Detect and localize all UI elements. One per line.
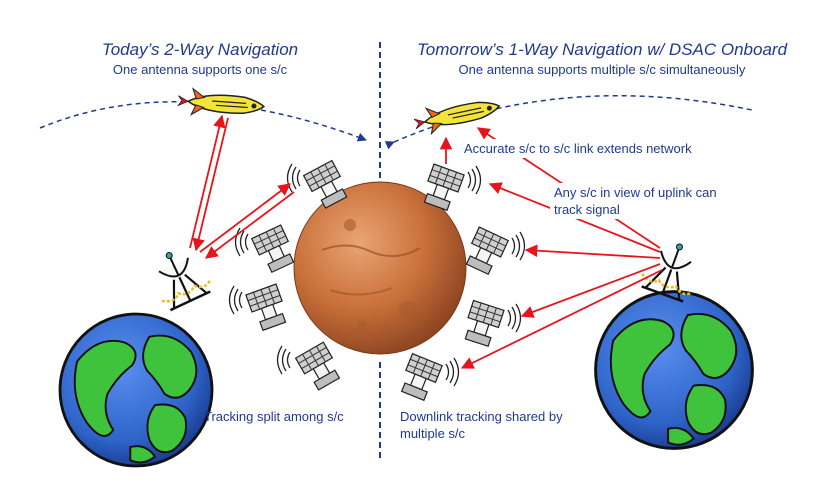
left-caption: Tracking split among s/c [204, 409, 344, 424]
rocket-icon-left [176, 86, 266, 121]
waves-icon [445, 357, 460, 387]
waves-icon [507, 303, 522, 333]
two-way-link-rocket [189, 114, 229, 252]
waves-icon [467, 165, 482, 195]
satellite-icon [460, 299, 505, 349]
waves-icon [511, 231, 526, 261]
left-subtitle: One antenna supports one s/c [112, 62, 288, 77]
callout-link: Accurate s/c to s/c link extends network [460, 139, 778, 158]
earth-icon-left [58, 312, 214, 468]
two-way-link-satellite [199, 183, 295, 259]
antenna-icon-left [143, 240, 216, 314]
right-subtitle: One antenna supports multiple s/c simult… [458, 62, 746, 77]
satellite-icon [462, 226, 509, 277]
callout-view: Any s/c in view of uplink can track sign… [550, 183, 728, 219]
satellite-icon [245, 283, 290, 333]
mars-icon [290, 181, 467, 358]
right-caption: Downlink tracking shared by multiple s/c [400, 409, 563, 441]
waves-icon [276, 345, 291, 375]
left-title: Today’s 2-Way Navigation [101, 40, 299, 59]
right-title: Tomorrow’s 1-Way Navigation w/ DSAC Onbo… [416, 40, 788, 59]
earth-icon-right [594, 290, 754, 450]
waves-icon [228, 285, 243, 315]
rocket-icon-right [411, 92, 503, 138]
satellite-icon [397, 353, 443, 403]
